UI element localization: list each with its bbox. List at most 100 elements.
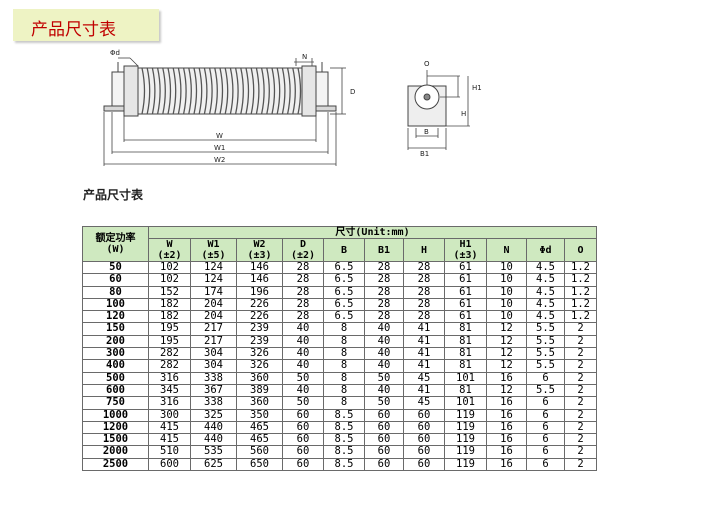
table-cell: 8 bbox=[323, 396, 365, 410]
table-cell: 2 bbox=[564, 371, 597, 385]
table-cell: 2 bbox=[564, 457, 597, 472]
table-cell: 60 bbox=[403, 457, 445, 472]
right-end-cap bbox=[301, 65, 317, 117]
table-cell: 16 bbox=[486, 396, 527, 410]
rated-power-cell: 80 bbox=[82, 285, 149, 299]
rated-power-cell: 1500 bbox=[82, 433, 149, 447]
table-cell: 8.5 bbox=[323, 445, 365, 459]
table-cell: 217 bbox=[190, 322, 237, 336]
table-cell: 415 bbox=[148, 433, 191, 447]
table-cell: 16 bbox=[486, 445, 527, 459]
table-cell: 50 bbox=[364, 396, 404, 410]
label-w1: W1 bbox=[214, 144, 225, 152]
table-cell: 1.2 bbox=[564, 285, 597, 299]
table-cell: 28 bbox=[364, 273, 404, 287]
table-cell: 8 bbox=[323, 359, 365, 373]
table-cell: 40 bbox=[364, 322, 404, 336]
table-cell: 6 bbox=[526, 433, 565, 447]
table-cell: 41 bbox=[403, 383, 445, 398]
table-cell: 119 bbox=[444, 420, 487, 435]
table-cell: 600 bbox=[148, 457, 191, 472]
table-cell: 8.5 bbox=[323, 457, 365, 472]
table-cell: 40 bbox=[364, 347, 404, 361]
table-cell: 146 bbox=[236, 273, 283, 287]
table-cell: 81 bbox=[444, 347, 487, 361]
table-cell: 41 bbox=[403, 334, 445, 349]
table-cell: 28 bbox=[364, 260, 404, 275]
table-cell: 6 bbox=[526, 396, 565, 410]
label-h1: H1 bbox=[472, 84, 482, 92]
table-cell: 28 bbox=[403, 297, 445, 312]
table-cell: 61 bbox=[444, 310, 487, 324]
table-cell: 204 bbox=[190, 310, 237, 324]
rated-power-cell: 500 bbox=[82, 371, 149, 385]
table-cell: 217 bbox=[190, 334, 237, 349]
table-cell: 326 bbox=[236, 347, 283, 361]
table-cell: 119 bbox=[444, 433, 487, 447]
table-cell: 146 bbox=[236, 260, 283, 275]
table-cell: 12 bbox=[486, 359, 527, 373]
table-cell: 304 bbox=[190, 359, 237, 373]
dimension-table: 额定功率(W)尺寸(Unit:mm)W(±2)W1(±5)W2(±3)D(±2)… bbox=[82, 226, 597, 472]
table-cell: 6 bbox=[526, 445, 565, 459]
label-n: N bbox=[302, 53, 307, 61]
table-cell: 2 bbox=[564, 408, 597, 422]
table-cell: 6 bbox=[526, 420, 565, 435]
table-cell: 10 bbox=[486, 260, 527, 275]
table-cell: 5.5 bbox=[526, 347, 565, 361]
table-cell: 196 bbox=[236, 285, 283, 299]
table-cell: 41 bbox=[403, 322, 445, 336]
label-o: O bbox=[424, 60, 430, 68]
table-cell: 6.5 bbox=[323, 273, 365, 287]
table-cell: 45 bbox=[403, 396, 445, 410]
table-cell: 60 bbox=[364, 408, 404, 422]
rated-power-cell: 2000 bbox=[82, 445, 149, 459]
table-cell: 5.5 bbox=[526, 334, 565, 349]
table-cell: 4.5 bbox=[526, 260, 565, 275]
table-cell: 28 bbox=[282, 273, 324, 287]
table-cell: 338 bbox=[190, 396, 237, 410]
table-cell: 174 bbox=[190, 285, 237, 299]
table-cell: 60 bbox=[364, 420, 404, 435]
table-cell: 124 bbox=[190, 273, 237, 287]
table-cell: 12 bbox=[486, 383, 527, 398]
table-cell: 40 bbox=[282, 322, 324, 336]
table-cell: 415 bbox=[148, 420, 191, 435]
table-cell: 389 bbox=[236, 383, 283, 398]
rated-power-cell: 1000 bbox=[82, 408, 149, 422]
table-cell: 28 bbox=[403, 260, 445, 275]
table-cell: 8.5 bbox=[323, 433, 365, 447]
table-cell: 2 bbox=[564, 433, 597, 447]
table-cell: 6 bbox=[526, 457, 565, 472]
table-cell: 10 bbox=[486, 285, 527, 299]
table-cell: 510 bbox=[148, 445, 191, 459]
table-cell: 28 bbox=[403, 310, 445, 324]
label-w2: W2 bbox=[214, 156, 225, 164]
table-cell: 102 bbox=[148, 260, 191, 275]
table-cell: 338 bbox=[190, 371, 237, 385]
table-cell: 465 bbox=[236, 433, 283, 447]
table-cell: 360 bbox=[236, 371, 283, 385]
rated-power-cell: 50 bbox=[82, 260, 149, 275]
rated-power-cell: 2500 bbox=[82, 457, 149, 472]
table-cell: 60 bbox=[403, 445, 445, 459]
table-cell: 4.5 bbox=[526, 310, 565, 324]
title-banner: 产品尺寸表 bbox=[13, 9, 159, 41]
label-h: H bbox=[461, 110, 466, 118]
table-cell: 28 bbox=[403, 285, 445, 299]
table-cell: 40 bbox=[364, 383, 404, 398]
table-cell: 28 bbox=[282, 297, 324, 312]
table-cell: 326 bbox=[236, 359, 283, 373]
table-cell: 4.5 bbox=[526, 285, 565, 299]
rated-power-cell: 1200 bbox=[82, 420, 149, 435]
column-header: W1(±5) bbox=[190, 238, 237, 262]
table-cell: 204 bbox=[190, 297, 237, 312]
label-phi-d: Φd bbox=[110, 49, 120, 57]
